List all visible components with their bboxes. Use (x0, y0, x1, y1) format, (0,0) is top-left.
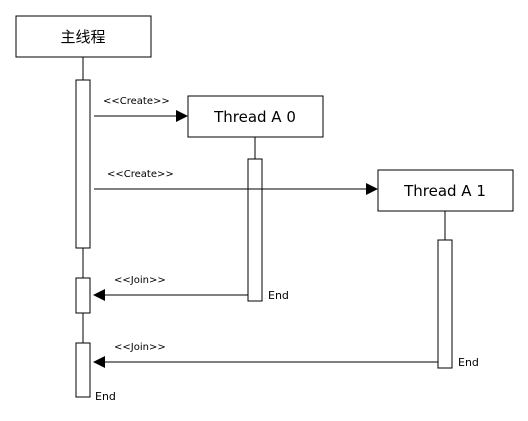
thread-a0-label: Thread A 0 (213, 108, 296, 126)
create-a0-label: <<Create>> (103, 96, 170, 107)
arrowhead-icon (93, 289, 105, 301)
message-join-a0: <<Join>> (93, 275, 248, 301)
thread-a1-end-label: End (458, 356, 479, 369)
thread-a0-end-label: End (268, 289, 289, 302)
thread-a0-activation (247, 158, 263, 302)
thread-a1-activation (437, 239, 453, 369)
main-thread-box (15, 15, 152, 58)
message-join-a1: <<Join>> (93, 342, 438, 368)
thread-a0-box (187, 95, 324, 138)
message-create-a0: <<Create>> (94, 96, 188, 122)
arrowhead-icon (366, 183, 378, 195)
lifeline-main: 主线程 End (15, 15, 152, 403)
main-activation-1 (75, 79, 91, 249)
arrowhead-icon (93, 356, 105, 368)
thread-a1-label: Thread A 1 (403, 182, 486, 200)
message-create-a1: <<Create>> (94, 169, 378, 195)
join-a0-label: <<Join>> (114, 275, 166, 286)
thread-a1-box (377, 169, 514, 212)
create-a1-label: <<Create>> (107, 169, 174, 180)
join-a1-label: <<Join>> (114, 342, 166, 353)
lifeline-thread-a0: Thread A 0 End (187, 95, 324, 302)
main-end-label: End (95, 390, 116, 403)
main-activation-2 (75, 277, 91, 314)
arrowhead-icon (176, 110, 188, 122)
main-thread-label: 主线程 (60, 28, 105, 46)
lifeline-thread-a1: Thread A 1 End (377, 169, 514, 369)
main-activation-3 (75, 342, 91, 398)
